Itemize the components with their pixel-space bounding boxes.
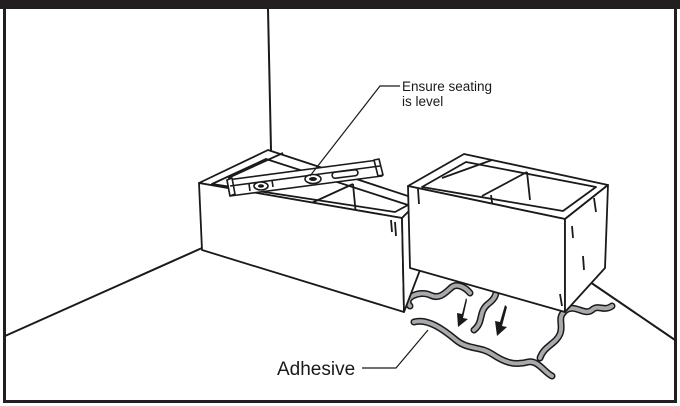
level-callout-line2: is level: [402, 94, 443, 109]
level-callout: Ensure seating is level: [309, 79, 492, 177]
room-corner: [4, 8, 676, 341]
seat-module-new: [407, 153, 609, 313]
adhesive-callout: Adhesive: [277, 329, 429, 380]
level-callout-line1: Ensure seating: [402, 79, 492, 94]
adhesive-beads: [404, 282, 616, 380]
spirit-level-icon: [226, 158, 384, 197]
adhesive-label: Adhesive: [277, 359, 355, 380]
down-arrow-icon: [457, 298, 507, 336]
